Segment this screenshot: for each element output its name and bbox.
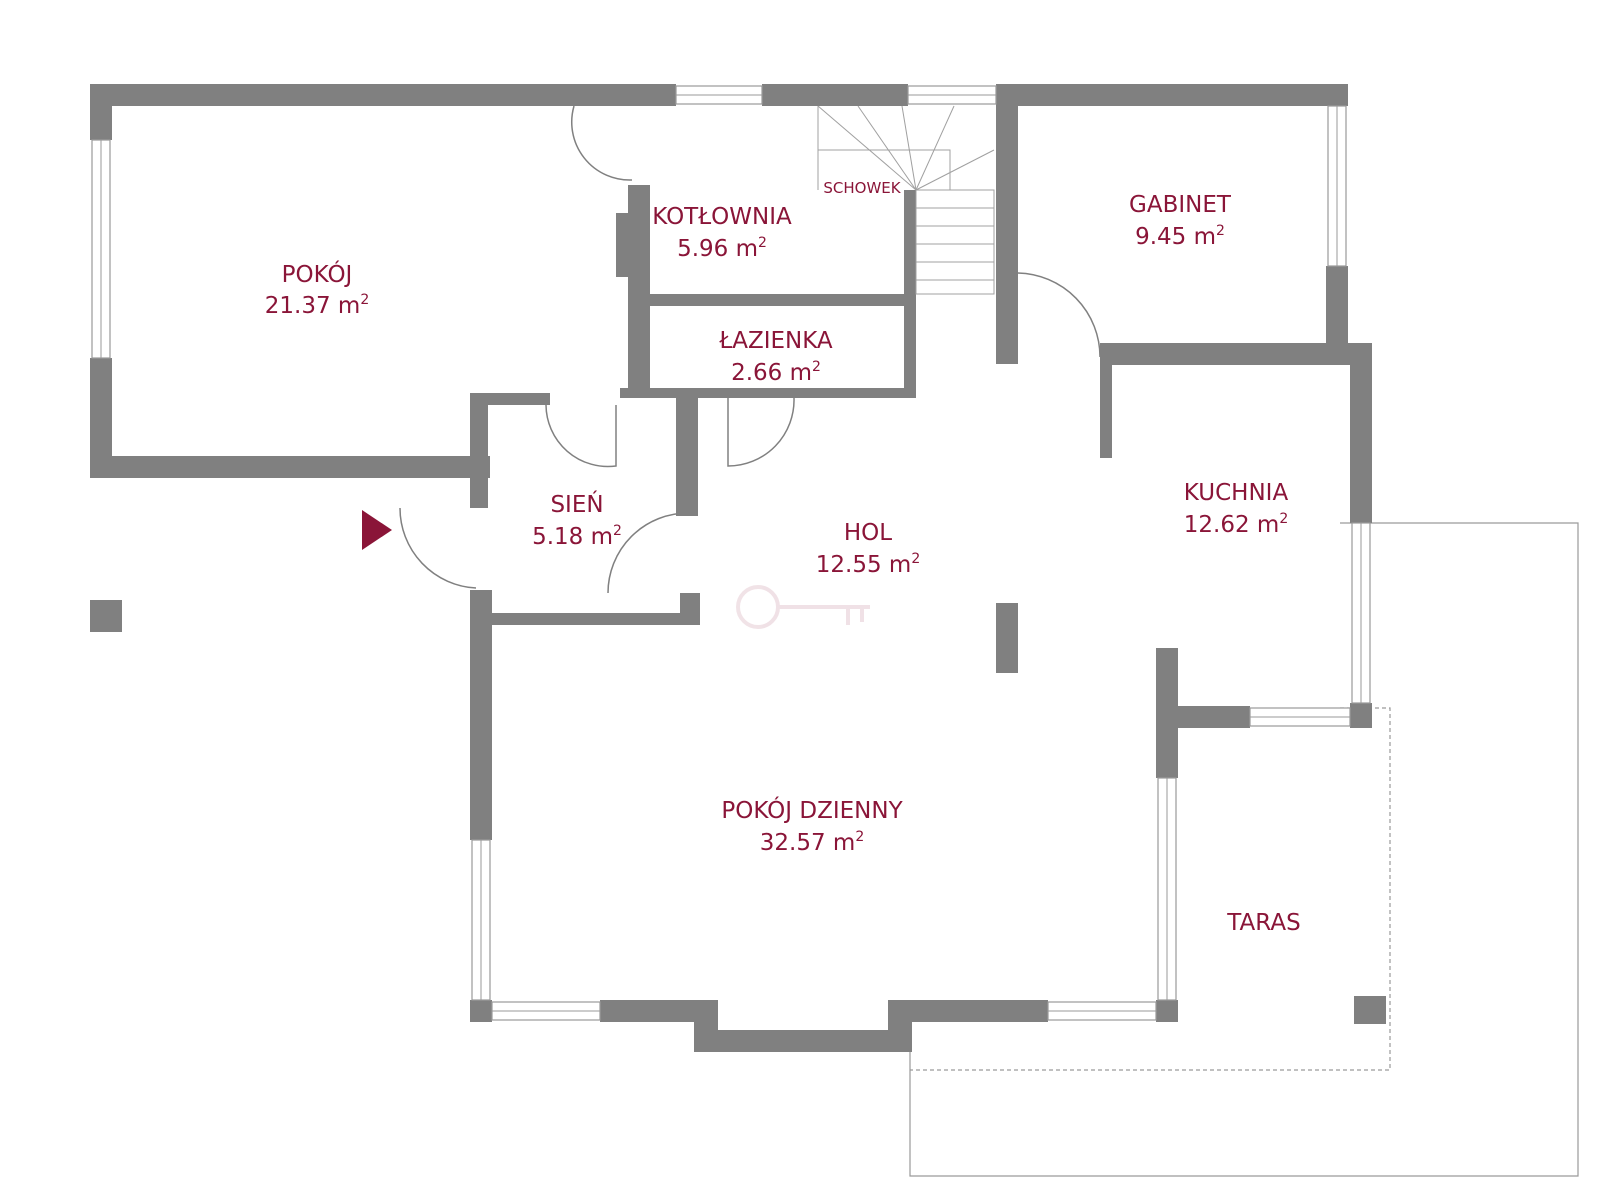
door-swing [571,105,633,181]
room-name: KUCHNIA [1184,480,1289,506]
room-name: SCHOWEK [823,179,901,197]
room-name: POKÓJ DZIENNY [721,796,903,824]
window [907,85,997,105]
svg-text:2.66 m2: 2.66 m2 [731,359,821,386]
window [675,85,763,105]
window [471,839,491,1001]
room-area: 12.55 m [816,552,912,578]
window [1047,1001,1157,1021]
room-area: 12.62 m [1184,512,1280,538]
room-area: 5.18 m [532,524,613,550]
room-lazienka: ŁAZIENKA 2.66 m2 [718,328,833,386]
window [91,139,111,359]
door-swing [1017,272,1101,358]
room-pokoj: POKÓJ 21.37 m2 [265,260,369,319]
svg-text:5.96 m2: 5.96 m2 [677,235,767,262]
window [1327,105,1347,267]
entrance-arrow-icon [362,510,392,550]
room-kotlownia: KOTŁOWNIA 5.96 m2 [652,204,792,262]
room-gabinet: GABINET 9.45 m2 [1129,192,1232,250]
room-name: ŁAZIENKA [718,328,833,354]
room-area: 21.37 m [265,293,361,319]
area-unit-exponent: 2 [911,551,920,567]
area-unit-exponent: 2 [758,235,767,251]
window [491,1001,601,1021]
room-area: 9.45 m [1135,224,1216,250]
room-name: GABINET [1129,192,1232,218]
room-pokoj-dzienny: POKÓJ DZIENNY 32.57 m2 [721,796,903,856]
area-unit-exponent: 2 [1279,511,1288,527]
door-swing [727,397,795,467]
svg-text:5.18 m2: 5.18 m2 [532,523,622,550]
window [1157,777,1177,1001]
room-area: 32.57 m [760,830,856,856]
svg-text:21.37 m2: 21.37 m2 [265,292,369,319]
key-watermark-icon [736,585,870,629]
room-kuchnia: KUCHNIA 12.62 m2 [1184,480,1289,538]
door-swing [607,512,689,594]
area-unit-exponent: 2 [855,829,864,845]
room-name: KOTŁOWNIA [652,204,792,230]
room-taras: TARAS [1226,910,1300,936]
walls [90,84,1386,1052]
window [1249,707,1351,727]
area-unit-exponent: 2 [1216,223,1225,239]
window [1351,522,1371,704]
door-swing [399,507,477,589]
room-area: 5.96 m [677,236,758,262]
area-unit-exponent: 2 [613,523,622,539]
svg-text:9.45 m2: 9.45 m2 [1135,223,1225,250]
doors [399,105,1101,594]
svg-text:32.57 m2: 32.57 m2 [760,829,864,856]
room-area: 2.66 m [731,360,812,386]
room-hol: HOL 12.55 m2 [816,520,920,578]
windows [91,85,1371,1021]
room-name: SIEŃ [550,490,603,518]
stairs [817,105,995,295]
svg-text:12.55 m2: 12.55 m2 [816,551,920,578]
door-swing [545,404,617,468]
room-name: HOL [844,520,892,546]
area-unit-exponent: 2 [812,359,821,375]
area-unit-exponent: 2 [360,292,369,308]
svg-text:12.62 m2: 12.62 m2 [1184,511,1288,538]
room-name: TARAS [1226,910,1300,936]
room-schowek: SCHOWEK [823,179,901,197]
room-sien: SIEŃ 5.18 m2 [532,490,622,550]
room-name: POKÓJ [282,260,353,288]
